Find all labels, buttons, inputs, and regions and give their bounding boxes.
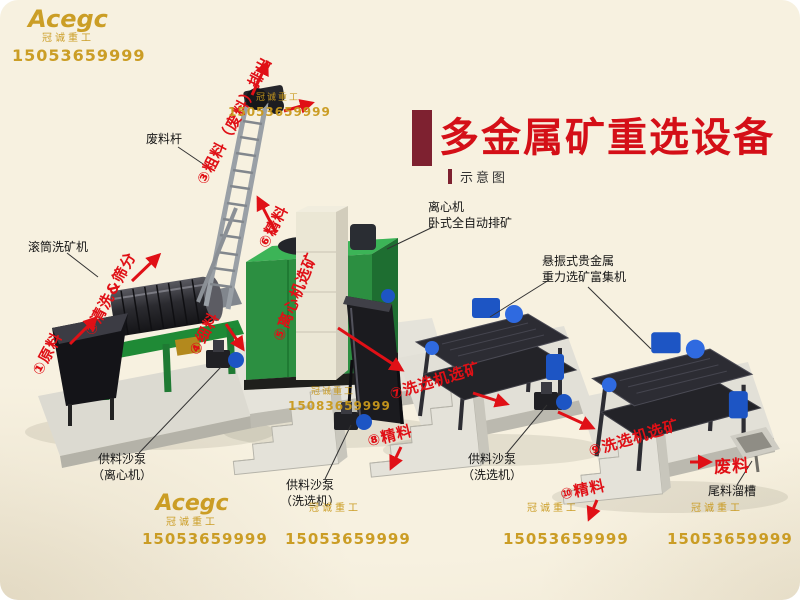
watermark-phone: 15053659999 xyxy=(142,530,268,549)
watermark-phone-alt: 15083659999 xyxy=(288,398,391,413)
tailings-chute xyxy=(730,427,780,473)
label-leader-lines xyxy=(66,146,753,486)
watermark-mid-scene: 冠诚重工 15083659999 xyxy=(288,386,391,414)
subtitle-block: 示意图 xyxy=(448,167,508,186)
label-feed-pump-centrifuge: 供料沙泵 （离心机） xyxy=(92,452,153,482)
watermark-phone: 15053659999 xyxy=(228,104,331,119)
watermark-company: 冠诚重工 xyxy=(527,503,579,514)
watermark-brand: Acegc xyxy=(28,5,108,33)
watermark-brand: Acegc xyxy=(155,491,229,516)
label-waste-rod: 废料杆 xyxy=(146,132,183,146)
watermark-bottom-left: Acegc 冠诚重工 15053659999 xyxy=(142,491,268,550)
title-accent-block xyxy=(412,110,432,166)
label-feed-pump-washer-2: 供料沙泵 （洗选机） xyxy=(462,452,523,482)
process-flow-arrows xyxy=(68,60,713,522)
watermark-company: 冠诚重工 xyxy=(255,93,300,103)
label-shaking-concentrator: 悬振式贵金属 重力选矿富集机 xyxy=(542,254,627,284)
watermark-phone: 15053659999 xyxy=(12,46,146,66)
concrete-platform-left xyxy=(38,356,272,468)
watermark-phone: 15053659999 xyxy=(503,530,629,548)
page-title: 多金属矿重选设备 xyxy=(439,115,775,161)
watermark-bottom-middle: 冠诚重工 15053659999 xyxy=(285,502,411,550)
subtitle-text: 示意图 xyxy=(460,171,509,186)
label-feed-pump-washer-1: 供料沙泵 （洗选机） xyxy=(280,478,341,508)
watermark-company: 冠诚重工 xyxy=(309,503,361,514)
watermark-company: 冠诚重工 xyxy=(691,503,743,514)
watermark-company: 冠诚重工 xyxy=(42,33,94,45)
watermark-phone: 15053659999 xyxy=(667,530,793,548)
discharge-sluice-chute xyxy=(343,296,404,425)
watermark-bottom-right-1: 冠诚重工 15053659999 xyxy=(503,502,629,550)
flow-label-waste: 废料 xyxy=(713,456,751,478)
watermark-company: 冠诚重工 xyxy=(166,517,218,529)
watermark-company: 冠诚重工 xyxy=(310,387,355,397)
label-tailings-chute: 尾料溜槽 xyxy=(708,484,757,498)
watermark-top-left: Acegc 冠诚重工 15053659999 xyxy=(12,5,146,67)
watermark-top-middle: 冠诚重工 15053659999 xyxy=(228,92,331,120)
label-trommel-washer: 滚筒洗矿机 xyxy=(28,240,89,254)
watermark-bottom-right-2: 冠诚重工 15053659999 xyxy=(667,502,793,550)
watermark-phone: 15053659999 xyxy=(285,530,411,548)
title-block: 多金属矿重选设备 xyxy=(412,110,775,166)
subtitle-accent-bar xyxy=(448,169,452,184)
label-centrifuge: 离心机 卧式全自动排矿 xyxy=(428,200,513,230)
